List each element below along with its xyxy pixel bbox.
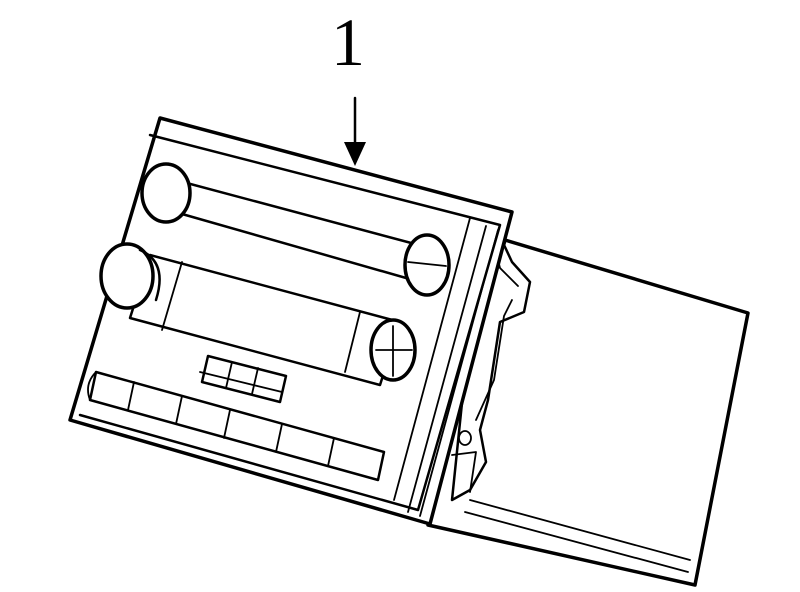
volume-knob [99, 242, 155, 310]
bracket-hole [458, 430, 472, 446]
side-bracket [450, 226, 532, 502]
upper-left-knob [140, 162, 192, 224]
rear-chassis [426, 238, 750, 587]
display-bar [140, 162, 451, 297]
center-display [99, 242, 417, 387]
preset-button-row [87, 370, 386, 482]
small-button-group [199, 354, 288, 404]
callout-number: 1 [331, 4, 365, 80]
upper-right-knob [403, 233, 451, 297]
callout-arrow [344, 96, 366, 166]
